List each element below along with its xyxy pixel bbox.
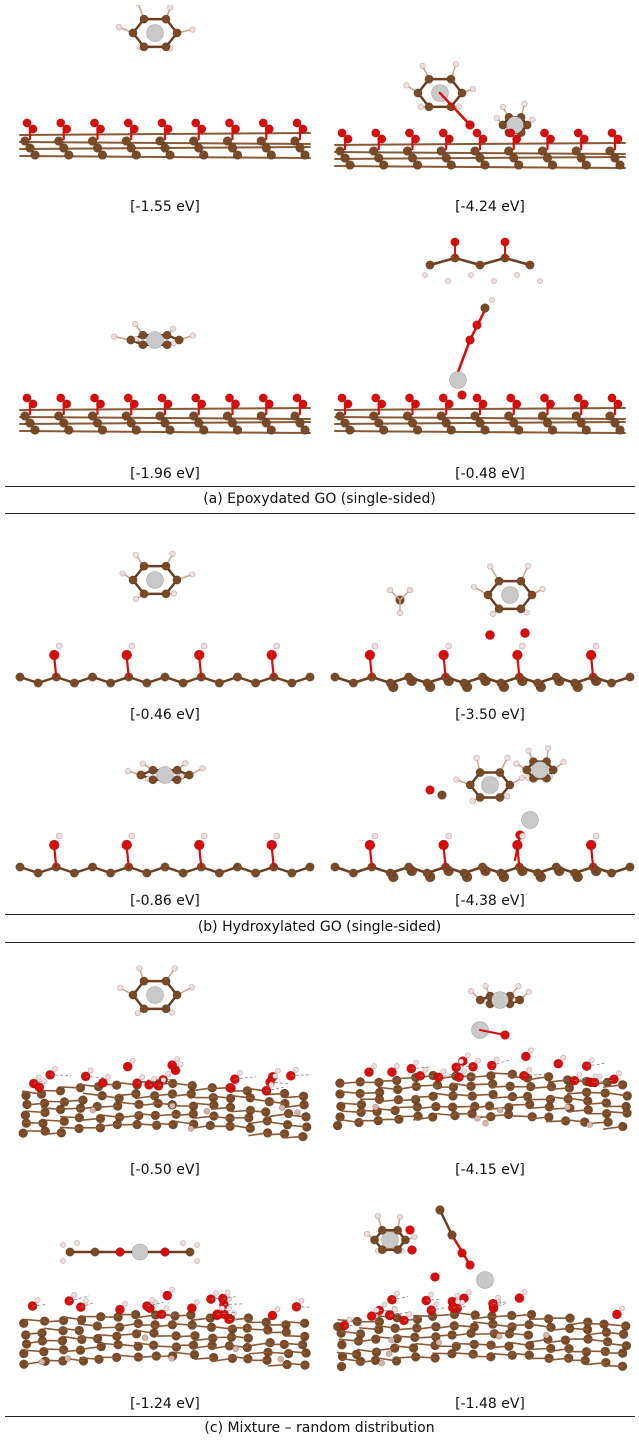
molecule-diagram — [332, 982, 633, 1132]
energy-label-a3: [-1.96 eV] — [130, 466, 200, 482]
divider — [5, 486, 635, 487]
molecule-diagram — [18, 1240, 311, 1370]
molecule-diagram — [19, 5, 311, 160]
molecule-diagram — [19, 320, 311, 435]
panel-a3 — [15, 230, 315, 460]
panel-c2 — [330, 955, 635, 1155]
panel-b2 — [330, 525, 635, 695]
panel-b3 — [15, 735, 315, 885]
panel-c1 — [15, 955, 315, 1155]
molecule-diagram — [334, 237, 626, 435]
molecule-diagram — [18, 965, 312, 1142]
molecule-diagram — [15, 760, 315, 878]
panel-a1 — [15, 5, 315, 190]
caption-b: (b) Hydroxylated GO (single-sided) — [197, 919, 442, 935]
energy-label-a1: [-1.55 eV] — [130, 199, 200, 215]
panel-a2 — [330, 5, 630, 190]
panel-b4 — [330, 735, 635, 885]
energy-label-b3: [-0.86 eV] — [130, 893, 200, 909]
energy-label-a2: [-4.24 eV] — [455, 199, 525, 215]
caption-c: (c) Mixture – random distribution — [204, 1420, 435, 1436]
energy-label-b4: [-4.38 eV] — [455, 893, 525, 909]
caption-a: (a) Epoxydated GO (single-sided) — [203, 491, 436, 507]
divider — [5, 513, 635, 514]
energy-label-b1: [-0.46 eV] — [130, 707, 200, 723]
molecule-diagram — [330, 745, 635, 883]
molecule-diagram — [330, 562, 635, 693]
energy-label-c1: [-0.50 eV] — [130, 1162, 200, 1178]
panel-b1 — [15, 525, 315, 695]
panel-c3 — [15, 1195, 315, 1390]
molecule-diagram — [333, 1205, 632, 1372]
energy-label-c2: [-4.15 eV] — [455, 1162, 525, 1178]
energy-label-b2: [-3.50 eV] — [455, 707, 525, 723]
panel-a4 — [330, 230, 630, 460]
divider — [5, 942, 635, 943]
energy-label-c4: [-1.48 eV] — [455, 1396, 525, 1412]
molecule-diagram — [334, 61, 626, 170]
divider — [5, 1416, 635, 1417]
divider — [5, 914, 635, 915]
molecule-diagram — [15, 550, 315, 688]
panel-c4 — [330, 1195, 635, 1390]
energy-label-c3: [-1.24 eV] — [130, 1396, 200, 1412]
energy-label-a4: [-0.48 eV] — [455, 466, 525, 482]
